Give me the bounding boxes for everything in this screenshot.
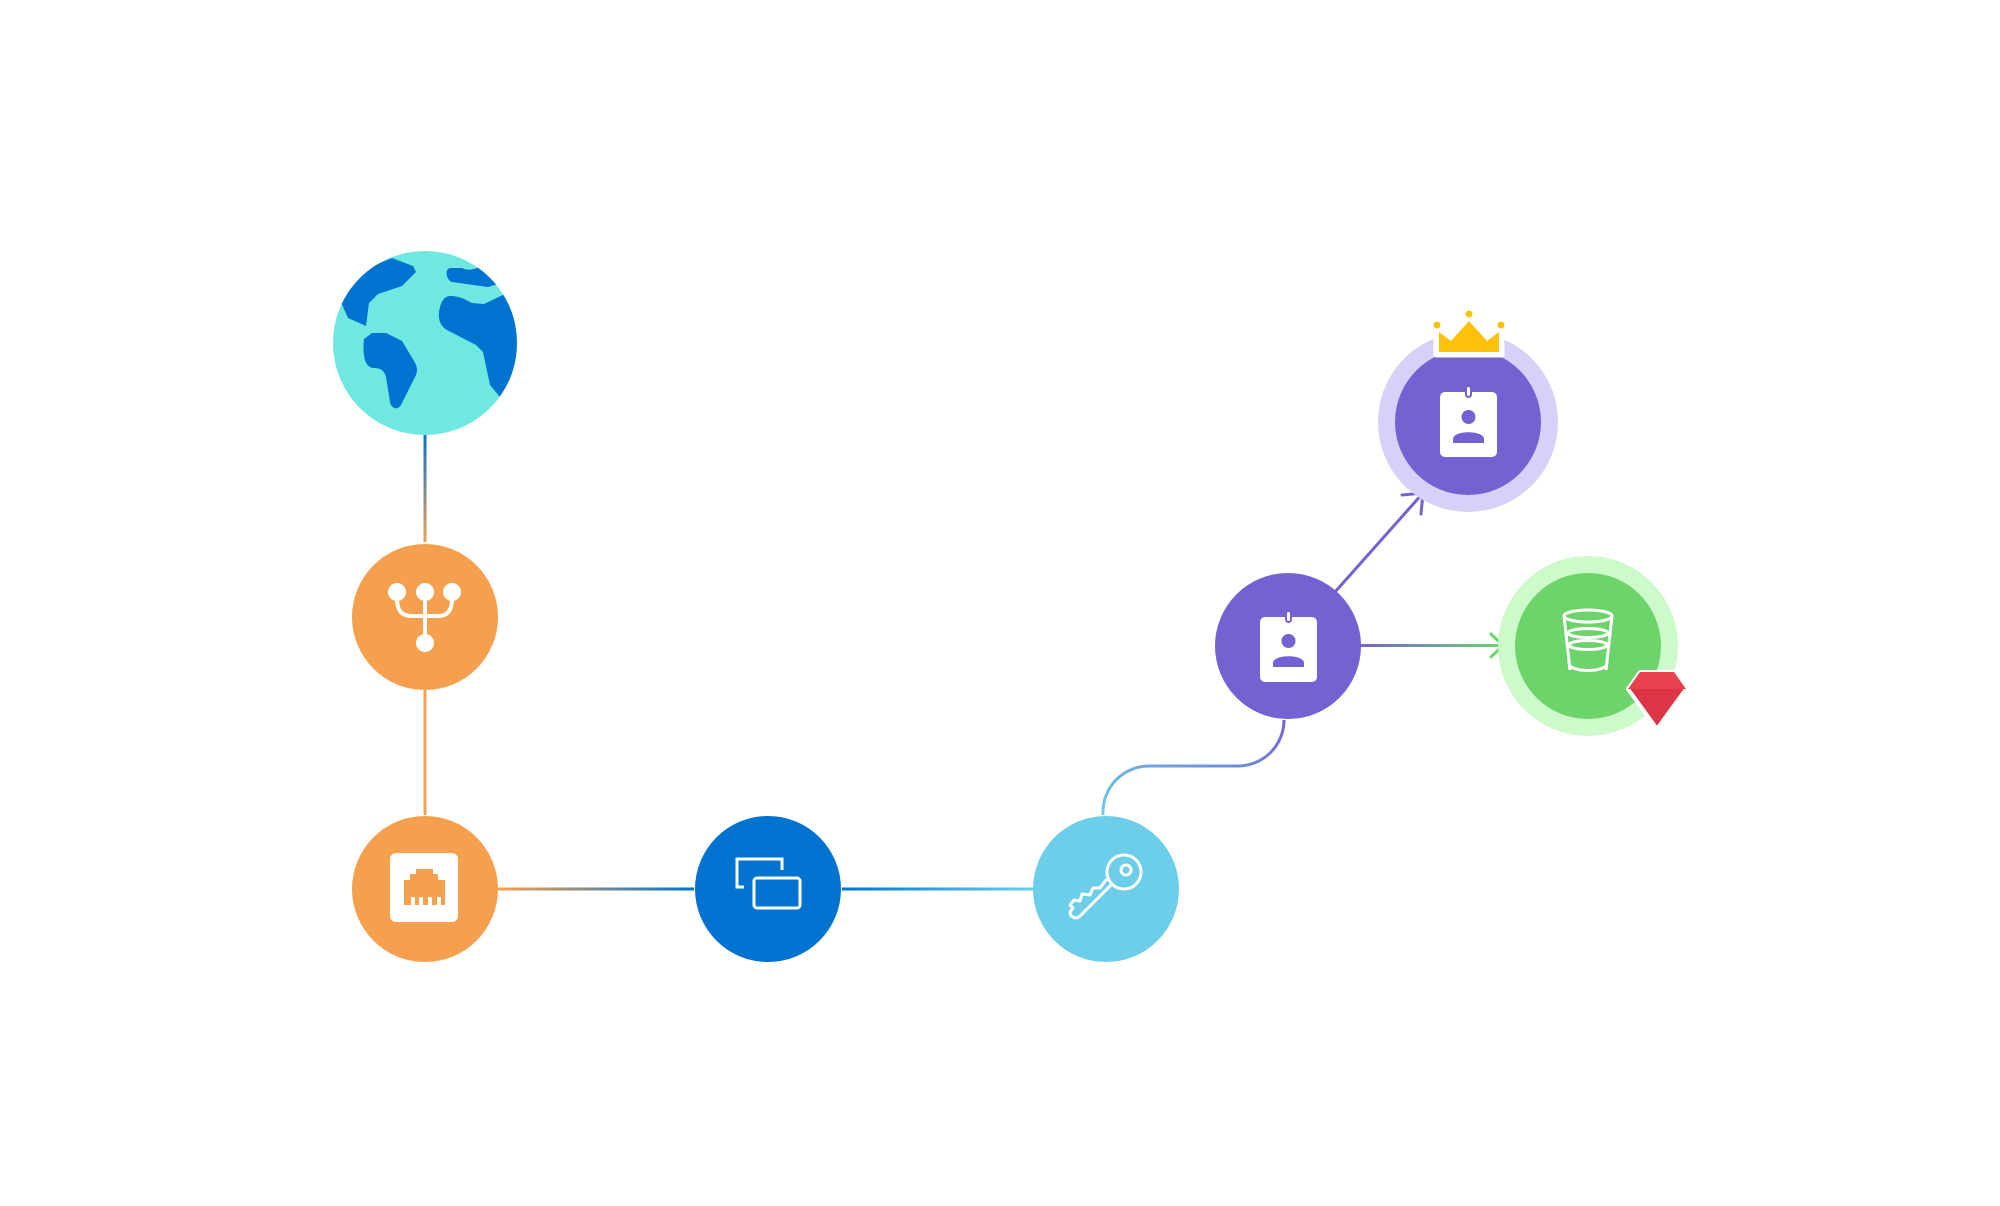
node-identity[interactable] xyxy=(1215,573,1361,719)
badge-icon xyxy=(1440,385,1497,457)
node-access-key[interactable] xyxy=(1033,816,1179,962)
node-load-balancer[interactable] xyxy=(352,544,498,690)
edge-vm-to-access-key xyxy=(842,887,1035,891)
edge-access-key-to-identity xyxy=(1101,719,1286,815)
node-network-interface[interactable] xyxy=(352,816,498,962)
key-icon xyxy=(1068,853,1143,920)
edge-identity-to-storage-bucket xyxy=(1358,632,1506,659)
crown-icon xyxy=(1433,310,1505,358)
fork-icon xyxy=(388,583,461,652)
node-admin-identity[interactable] xyxy=(1378,310,1558,513)
gem-icon xyxy=(1626,670,1688,731)
windows-icon xyxy=(735,857,802,910)
badge-icon xyxy=(1260,610,1317,682)
ethernet-port-icon xyxy=(390,853,458,922)
node-internet[interactable] xyxy=(333,251,520,435)
bucket-icon xyxy=(1562,608,1614,672)
edge-identity-to-admin-identity xyxy=(1333,491,1425,594)
edge-internet-to-load-balancer xyxy=(423,435,427,542)
edge-network-interface-to-vm xyxy=(498,887,694,891)
node-storage-bucket[interactable] xyxy=(1498,556,1688,736)
node-virtual-machine[interactable] xyxy=(695,816,841,962)
